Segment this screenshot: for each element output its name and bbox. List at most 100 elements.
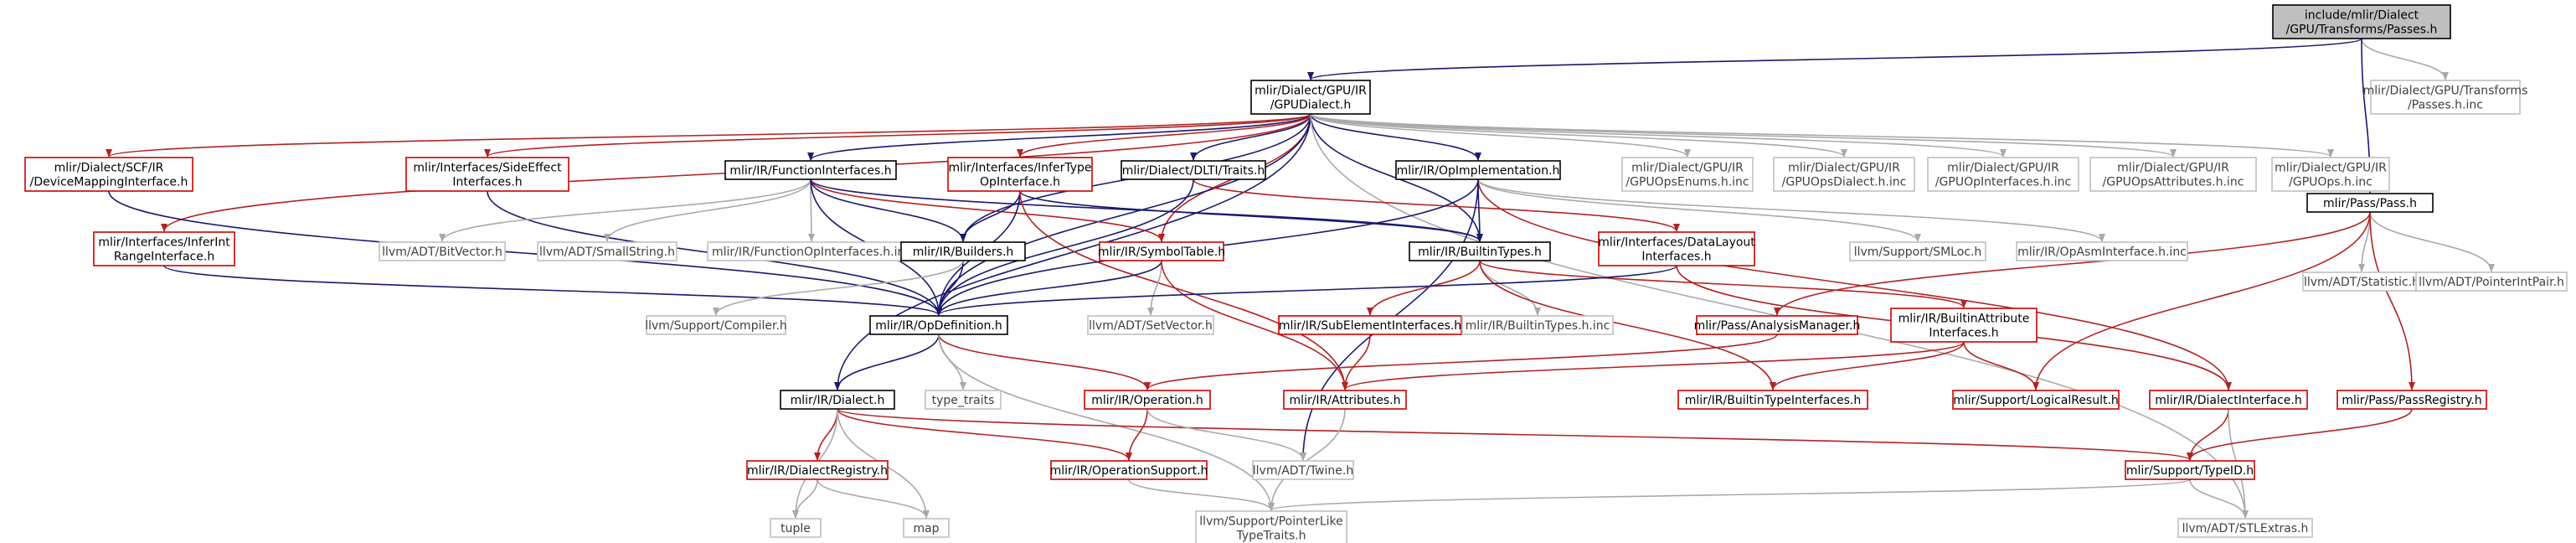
node-label-opsattrs-line-0: mlir/Dialect/GPU/IR — [2117, 162, 2229, 175]
node-box-ptrintpair — [2415, 272, 2568, 292]
node-funcopinc: mlir/IR/FunctionOpInterfaces.h.inc — [707, 241, 916, 261]
edge-gpudialect-to-opsinc — [1310, 113, 2334, 158]
node-label-opsenums-line-1: /GPUOpsEnums.h.inc — [1625, 176, 1749, 189]
node-label-opsdialect-line-1: /GPUOpsDialect.h.inc — [1782, 176, 1907, 189]
node-label-tuple-line-0: tuple — [781, 522, 811, 535]
node-label-passregistry-line-0: mlir/Pass/PassRegistry.h — [2342, 394, 2481, 407]
edge-dialectregistry-to-map — [817, 478, 930, 519]
node-gpudialect[interactable]: mlir/Dialect/GPU/IR/GPUDialect.h — [1250, 80, 1371, 115]
node-layer: include/mlir/Dialect/GPU/Transforms/Pass… — [24, 4, 2568, 543]
node-box-opdef — [869, 315, 1008, 335]
node-dialectiface[interactable]: mlir/IR/DialectInterface.h — [2149, 390, 2308, 410]
node-label-stlextras-line-0: llvm/ADT/STLExtras.h — [2182, 522, 2309, 535]
node-label-smallstring-line-0: llvm/ADT/SmallString.h — [539, 246, 675, 259]
node-opsenums: mlir/Dialect/GPU/IR/GPUOpsEnums.h.inc — [1621, 157, 1754, 192]
node-builtintypeifaces[interactable]: mlir/IR/BuiltinTypeInterfaces.h — [1677, 390, 1868, 410]
node-box-opimpl — [1395, 160, 1561, 180]
edge-builders-to-compiler — [713, 260, 964, 316]
node-label-typetraits-line-0: type_traits — [932, 394, 995, 407]
node-label-pass-line-0: mlir/Pass/Pass.h — [2323, 197, 2417, 210]
node-ptrintpair: llvm/ADT/PointerIntPair.h — [2415, 272, 2568, 292]
node-box-builders — [900, 241, 1026, 261]
node-label-subelem-line-0: mlir/IR/SubElementInterfaces.h — [1279, 319, 1461, 333]
edge-gpudialect-to-scf — [106, 113, 1311, 158]
node-logicalresult[interactable]: mlir/Support/LogicalResult.h — [1952, 390, 2120, 410]
edge-attributes-to-ptrliketraits — [1268, 408, 1346, 511]
node-symboltable[interactable]: mlir/IR/SymbolTable.h — [1098, 241, 1225, 261]
node-builtintypes[interactable]: mlir/IR/BuiltinTypes.h — [1409, 241, 1551, 261]
edge-gpudialect-to-infertype — [1017, 113, 1311, 158]
edge-dialect-to-typeid — [837, 408, 2193, 461]
node-label-ptrliketraits-line-0: llvm/Support/PointerLike — [1199, 515, 1343, 529]
node-box-smallstring — [537, 241, 677, 261]
node-opasm: mlir/IR/OpAsmInterface.h.inc — [2016, 241, 2188, 261]
node-opsupport[interactable]: mlir/IR/OperationSupport.h — [1050, 460, 1208, 480]
edge-analysismgr-to-operation — [1144, 334, 1778, 390]
node-label-opdef-line-0: mlir/IR/OpDefinition.h — [875, 319, 1002, 333]
node-dialect[interactable]: mlir/IR/Dialect.h — [780, 390, 895, 410]
edge-symboltable-to-attributes — [1161, 260, 1348, 390]
node-label-statistic-line-0: llvm/ADT/Statistic.h — [2304, 276, 2419, 289]
node-opsdialect: mlir/Dialect/GPU/IR/GPUOpsDialect.h.inc — [1773, 157, 1915, 192]
node-label-builtintypesinc-line-0: mlir/IR/BuiltinTypes.h.inc — [1466, 319, 1610, 333]
node-label-symboltable-line-0: mlir/IR/SymbolTable.h — [1098, 246, 1225, 259]
node-label-opsenums-line-0: mlir/Dialect/GPU/IR — [1631, 162, 1744, 175]
edge-builtinattr-to-builtintypeifaces — [1770, 341, 1965, 390]
node-label-dialectiface-line-0: mlir/IR/DialectInterface.h — [2155, 394, 2301, 407]
node-dlti[interactable]: mlir/Dialect/DLTI/Traits.h — [1121, 160, 1266, 180]
node-pass[interactable]: mlir/Pass/Pass.h — [2306, 193, 2434, 213]
node-smallstring: llvm/ADT/SmallString.h — [537, 241, 677, 261]
node-label-infertype-line-1: OpInterface.h — [980, 176, 1060, 189]
node-box-pass — [2306, 193, 2434, 213]
node-label-inferint-line-0: mlir/Interfaces/InferInt — [98, 236, 230, 250]
node-scf[interactable]: mlir/Dialect/SCF/IR/DeviceMappingInterfa… — [24, 157, 193, 192]
node-subelem[interactable]: mlir/IR/SubElementInterfaces.h — [1278, 315, 1462, 335]
node-label-gpudialect-line-0: mlir/Dialect/GPU/IR — [1255, 85, 1367, 98]
node-label-scf-line-1: /DeviceMappingInterface.h — [30, 176, 188, 189]
node-label-attributes-line-0: mlir/IR/Attributes.h — [1290, 394, 1401, 407]
edge-operation-to-twine — [1146, 408, 1306, 461]
node-label-passes-line-1: /GPU/Transforms/Passes.h — [2286, 23, 2438, 37]
node-label-smloc-line-0: llvm/Support/SMLoc.h — [1854, 246, 1982, 259]
edge-layer — [106, 38, 2495, 519]
edge-scf-to-opdef — [108, 190, 942, 316]
node-analysismgr[interactable]: mlir/Pass/AnalysisManager.h — [1694, 315, 1861, 335]
node-box-twine — [1252, 460, 1354, 480]
node-attributes[interactable]: mlir/IR/Attributes.h — [1283, 390, 1407, 410]
node-label-builtinattr-line-1: Interfaces.h — [1929, 327, 1998, 340]
node-label-scf-line-0: mlir/Dialect/SCF/IR — [54, 162, 164, 175]
node-box-infertype — [947, 157, 1093, 192]
node-passregistry[interactable]: mlir/Pass/PassRegistry.h — [2336, 390, 2487, 410]
node-builders[interactable]: mlir/IR/Builders.h — [900, 241, 1026, 261]
node-opimpl[interactable]: mlir/IR/OpImplementation.h — [1395, 160, 1561, 180]
node-dialectregistry[interactable]: mlir/IR/DialectRegistry.h — [746, 460, 889, 480]
node-box-dlti — [1121, 160, 1266, 180]
node-twine: llvm/ADT/Twine.h — [1252, 460, 1354, 480]
edge-gpudialect-to-opimpl — [1310, 113, 1481, 161]
node-box-subelem — [1278, 315, 1462, 335]
node-typeid[interactable]: mlir/Support/TypeID.h — [2125, 460, 2255, 480]
edge-builtinattr-to-attributes — [1342, 341, 1965, 390]
node-box-stlextras — [2177, 518, 2313, 538]
node-label-map-line-0: map — [913, 522, 939, 535]
edge-infertype-to-attributes — [1019, 190, 1348, 390]
node-box-dialect — [780, 390, 895, 410]
node-passes[interactable]: include/mlir/Dialect/GPU/Transforms/Pass… — [2272, 4, 2451, 39]
edge-funciface-to-builders — [810, 178, 966, 242]
node-opdef[interactable]: mlir/IR/OpDefinition.h — [869, 315, 1008, 335]
node-label-opsattrs-line-1: /GPUOpsAttributes.h.inc — [2103, 176, 2244, 189]
node-operation[interactable]: mlir/IR/Operation.h — [1084, 390, 1211, 410]
edge-typeid-to-stlextras — [2189, 478, 2249, 519]
node-box-inferint — [93, 231, 235, 266]
node-bitvector: llvm/ADT/BitVector.h — [379, 241, 506, 261]
node-funciface[interactable]: mlir/IR/FunctionInterfaces.h — [724, 160, 897, 180]
node-box-analysismgr — [1696, 315, 1858, 335]
node-label-twine-line-0: llvm/ADT/Twine.h — [1253, 464, 1353, 478]
node-box-dialectiface — [2149, 390, 2308, 410]
